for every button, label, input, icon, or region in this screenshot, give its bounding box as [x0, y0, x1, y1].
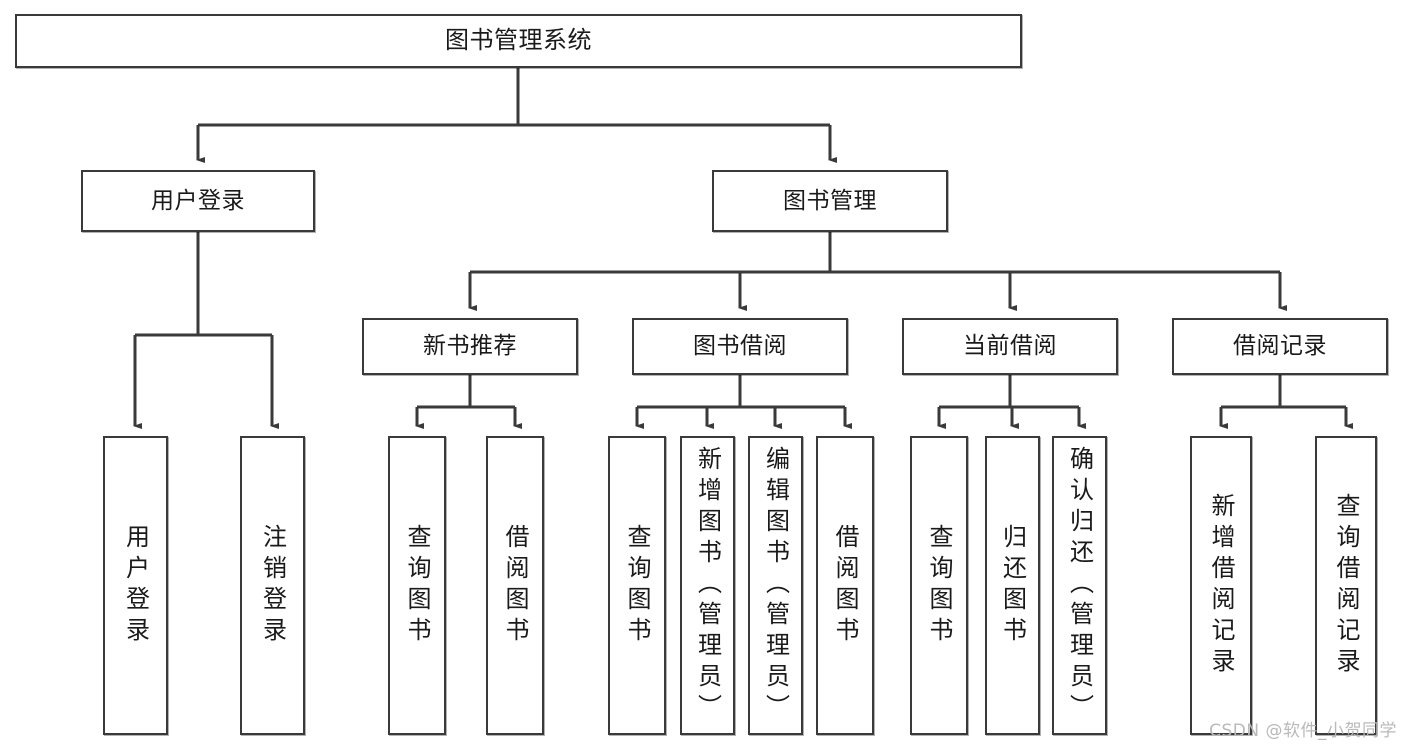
node-leaf-borrow-book-recommend[interactable]: 借阅图书 — [486, 436, 544, 735]
node-level3-new-book-recommend[interactable]: 新书推荐 — [362, 318, 578, 375]
node-leaf-confirm-return-admin-label: 确认归还（管理员） — [1065, 446, 1094, 725]
node-leaf-add-borrow-record[interactable]: 新增借阅记录 — [1190, 436, 1252, 735]
node-level2-book-management-label: 图书管理 — [783, 187, 877, 214]
node-level2-user-login[interactable]: 用户登录 — [81, 170, 315, 232]
csdn-watermark: CSDN @软件_小贺同学 — [1209, 721, 1397, 741]
node-leaf-query-book-borrow-label: 查询图书 — [623, 523, 651, 648]
node-leaf-query-book-current[interactable]: 查询图书 — [910, 436, 968, 735]
node-leaf-logout-label: 注销登录 — [258, 523, 287, 648]
node-leaf-query-book-recommend-label: 查询图书 — [403, 523, 431, 648]
node-level3-current-borrow[interactable]: 当前借阅 — [902, 318, 1118, 375]
node-leaf-add-book-admin-label: 新增图书（管理员） — [693, 446, 722, 725]
node-level3-new-book-recommend-label: 新书推荐 — [423, 333, 517, 360]
node-root[interactable]: 图书管理系统 — [15, 14, 1022, 68]
node-leaf-borrow-book[interactable]: 借阅图书 — [816, 436, 874, 735]
node-leaf-user-login-label: 用户登录 — [121, 523, 150, 648]
node-level2-user-login-label: 用户登录 — [151, 187, 245, 214]
node-level3-borrow-record-label: 借阅记录 — [1233, 333, 1327, 360]
node-level2-book-management[interactable]: 图书管理 — [712, 170, 948, 232]
node-leaf-query-book-current-label: 查询图书 — [925, 523, 953, 648]
node-level3-current-borrow-label: 当前借阅 — [963, 333, 1057, 360]
node-leaf-query-borrow-record[interactable]: 查询借阅记录 — [1315, 436, 1377, 735]
node-leaf-query-book-recommend[interactable]: 查询图书 — [388, 436, 446, 735]
node-level3-book-borrow-label: 图书借阅 — [693, 333, 787, 360]
node-leaf-confirm-return-admin[interactable]: 确认归还（管理员） — [1052, 436, 1107, 735]
node-leaf-borrow-book-label: 借阅图书 — [831, 523, 859, 648]
node-leaf-query-borrow-record-label: 查询借阅记录 — [1332, 492, 1360, 679]
node-leaf-return-book-label: 归还图书 — [998, 523, 1027, 648]
node-leaf-return-book[interactable]: 归还图书 — [985, 436, 1040, 735]
node-leaf-query-book-borrow[interactable]: 查询图书 — [608, 436, 666, 735]
node-leaf-edit-book-admin-label: 编辑图书（管理员） — [761, 446, 790, 725]
node-level3-book-borrow[interactable]: 图书借阅 — [632, 318, 848, 375]
node-leaf-add-borrow-record-label: 新增借阅记录 — [1207, 492, 1235, 679]
node-level3-borrow-record[interactable]: 借阅记录 — [1172, 318, 1388, 375]
node-leaf-edit-book-admin[interactable]: 编辑图书（管理员） — [748, 436, 803, 735]
node-leaf-logout[interactable]: 注销登录 — [240, 436, 305, 735]
node-leaf-user-login[interactable]: 用户登录 — [103, 436, 168, 735]
node-leaf-add-book-admin[interactable]: 新增图书（管理员） — [680, 436, 735, 735]
node-root-label: 图书管理系统 — [445, 26, 592, 55]
node-leaf-borrow-book-recommend-label: 借阅图书 — [501, 523, 529, 648]
